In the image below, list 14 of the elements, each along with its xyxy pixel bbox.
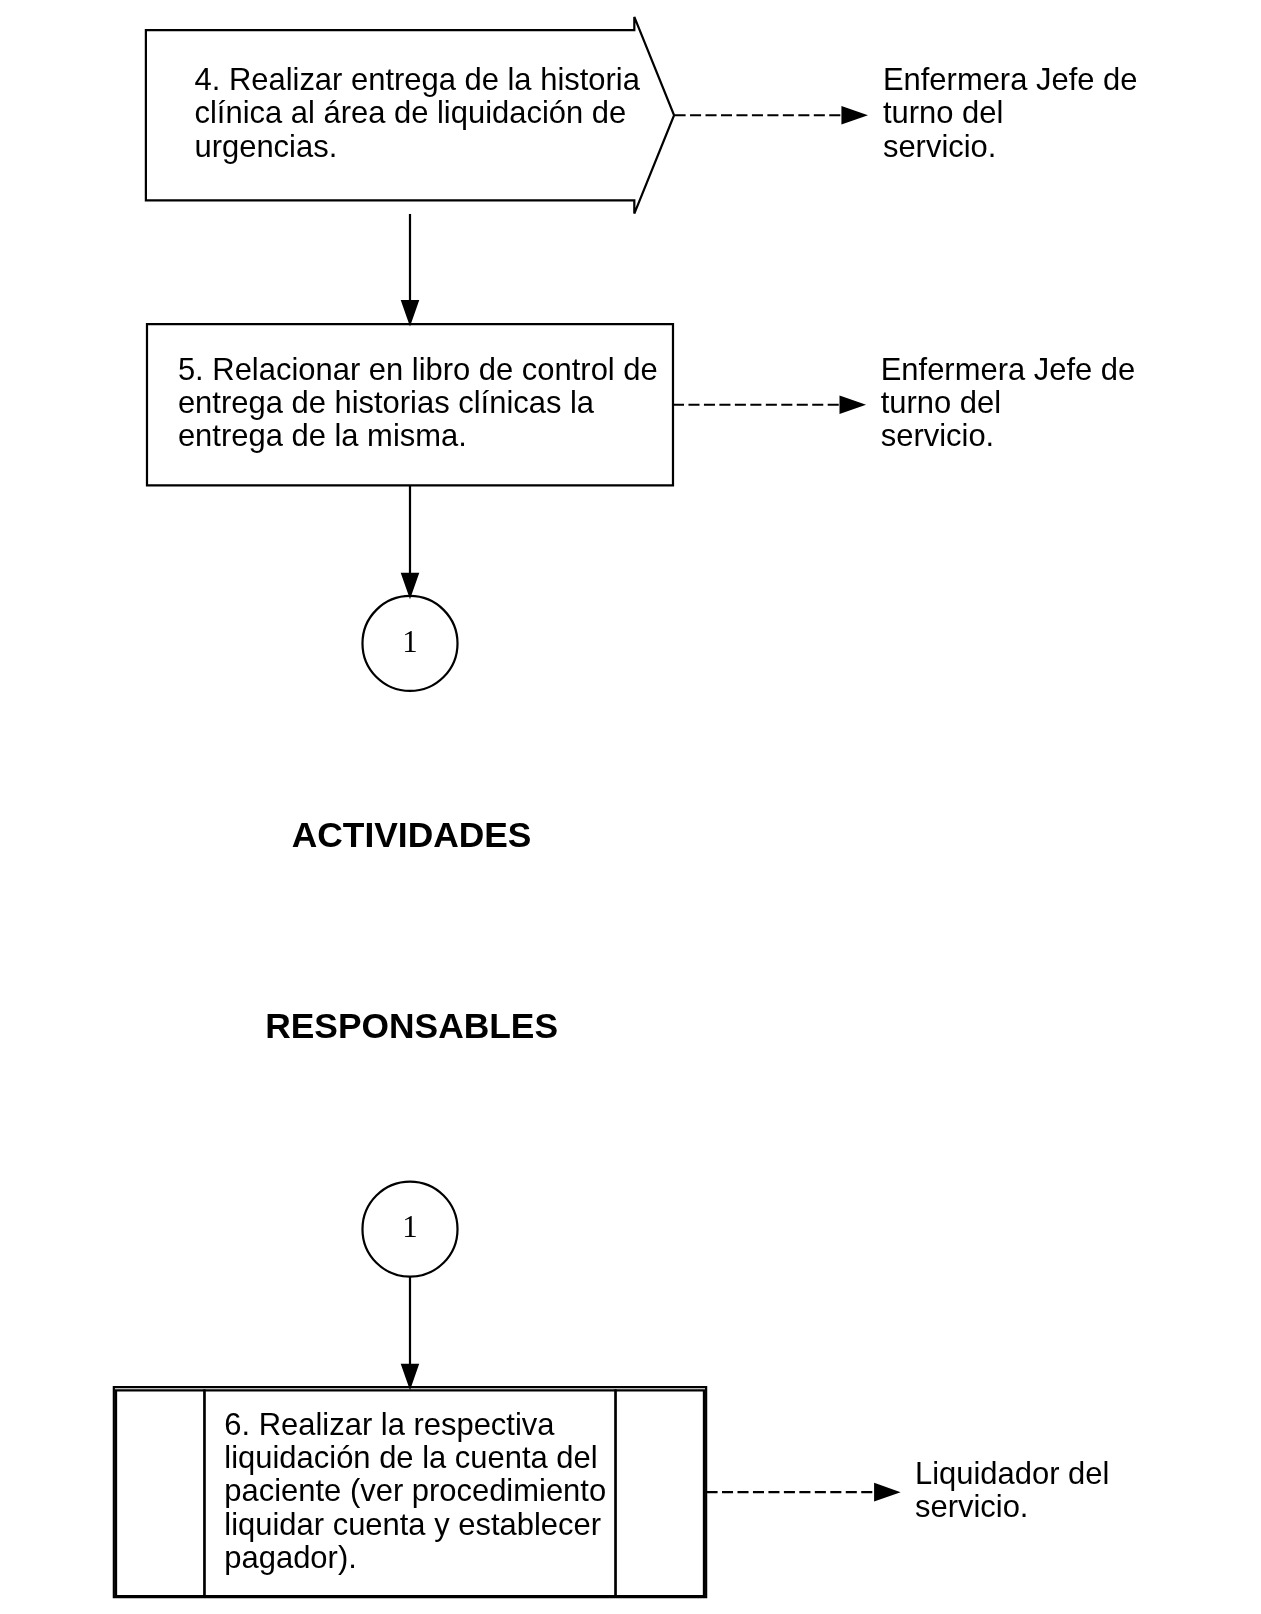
arrow <box>672 395 866 415</box>
node-text: Enfermera Jefe de turno del servicio. <box>882 62 1137 164</box>
arrow <box>706 1482 901 1502</box>
label: ACTIVIDADES <box>291 815 531 855</box>
node-circle: 1 <box>360 1180 459 1278</box>
label: RESPONSABLES <box>264 1005 558 1045</box>
node-text: Liquidador del servicio. <box>914 1455 1109 1524</box>
arrow <box>674 105 868 125</box>
arrow <box>400 1276 419 1391</box>
node-text: Enfermera Jefe de turno del servicio. <box>880 351 1135 454</box>
arrow <box>400 213 419 327</box>
arrow <box>400 485 419 600</box>
node-box: 5. Relacionar en libro de control de entrega de historias clínicas la entrega de la misma. <box>145 323 674 487</box>
node-circle: 1 <box>360 594 459 693</box>
